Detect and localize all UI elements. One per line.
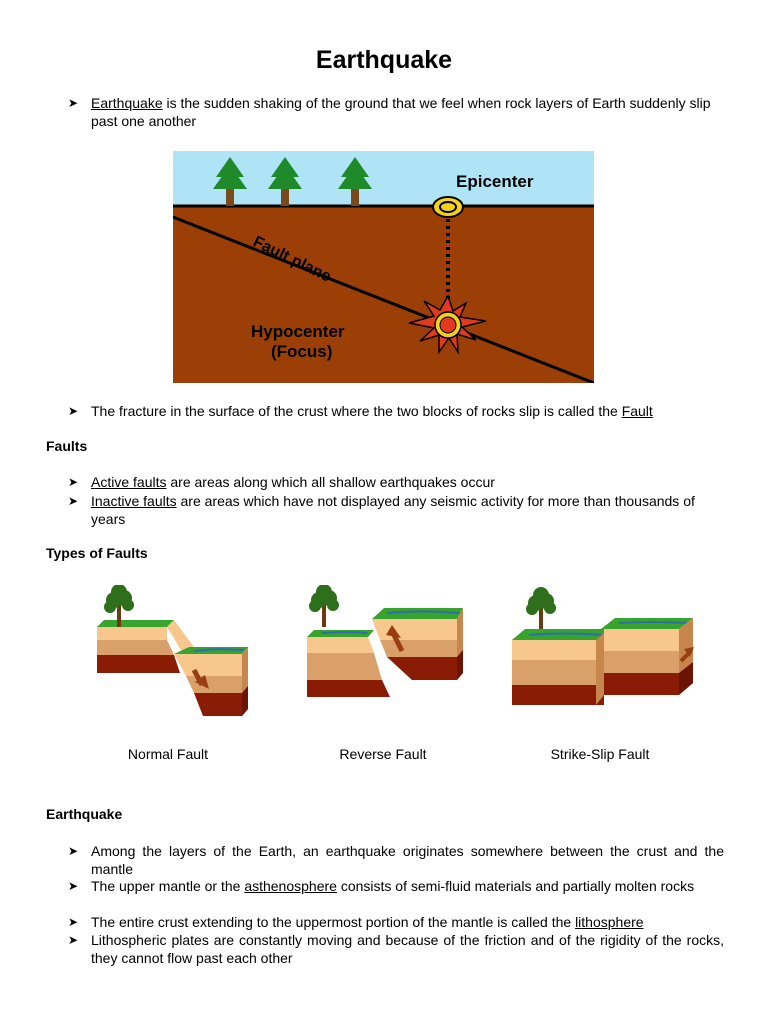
arrow-bullet-icon: ➤ (68, 879, 79, 893)
epicenter-label: Epicenter (456, 172, 534, 191)
active-faults-term: Active faults (91, 474, 167, 490)
active-faults-bullet: ➤ Active faults are areas along which al… (68, 473, 724, 491)
earthquake-origin-text: Among the layers of the Earth, an earthq… (91, 843, 724, 877)
earthquake-section-heading: Earthquake (46, 806, 123, 822)
asthenosphere-term: asthenosphere (244, 878, 337, 894)
arrow-bullet-icon: ➤ (68, 404, 79, 418)
asthenosphere-text-pre: The upper mantle or the (91, 878, 245, 894)
hypocenter-label: Hypocenter (251, 322, 345, 341)
active-faults-text: are areas along which all shallow earthq… (166, 474, 495, 490)
earthquake-diagram: Epicenter Fault plane Hypocenter (Focus) (173, 151, 594, 383)
lithosphere-bullet: ➤ The entire crust extending to the uppe… (68, 913, 724, 931)
tree-icon (268, 157, 302, 206)
strike-slip-fault-diagram (512, 587, 694, 705)
epicenter-marker (432, 196, 464, 218)
asthenosphere-text-post: consists of semi-fluid materials and par… (336, 878, 695, 894)
intro-bullet: ➤ Earthquake is the sudden shaking of th… (68, 94, 724, 130)
inactive-faults-term: Inactive faults (91, 493, 177, 509)
tree-icon (338, 157, 372, 206)
arrow-bullet-icon: ➤ (68, 494, 79, 508)
normal-fault-diagram (97, 585, 248, 716)
arrow-bullet-icon: ➤ (68, 96, 79, 110)
fault-definition-text: The fracture in the surface of the crust… (91, 403, 622, 419)
inactive-faults-bullet: ➤ Inactive faults are areas which have n… (68, 492, 724, 528)
focus-label: (Focus) (271, 342, 332, 361)
sky (173, 151, 594, 206)
reverse-fault-diagram (307, 585, 463, 697)
lithosphere-term: lithosphere (575, 914, 644, 930)
fault-line (173, 215, 594, 383)
ground (173, 206, 594, 383)
reverse-fault-caption: Reverse Fault (339, 746, 427, 762)
strike-slip-fault-caption: Strike-Slip Fault (550, 746, 650, 762)
arrow-bullet-icon: ➤ (68, 933, 79, 947)
arrow-bullet-icon: ➤ (68, 844, 79, 858)
fault-term: Fault (621, 403, 653, 419)
types-of-faults-heading: Types of Faults (46, 545, 148, 561)
inactive-faults-text: are areas which have not displayed any s… (91, 493, 695, 527)
arrow-bullet-icon: ➤ (68, 915, 79, 929)
earthquake-origin-bullet: ➤ Among the layers of the Earth, an eart… (68, 842, 724, 878)
normal-fault-caption: Normal Fault (127, 746, 209, 762)
arrow-bullet-icon: ➤ (68, 475, 79, 489)
fault-definition-bullet: ➤ The fracture in the surface of the cru… (68, 402, 724, 420)
earthquake-term: Earthquake (91, 95, 163, 111)
plates-bullet: ➤ Lithospheric plates are constantly mov… (68, 931, 724, 967)
lithosphere-text: The entire crust extending to the upperm… (91, 914, 576, 930)
page-title: Earthquake (315, 46, 453, 74)
asthenosphere-bullet: ➤ The upper mantle or the asthenosphere … (68, 877, 724, 895)
intro-text: is the sudden shaking of the ground that… (91, 95, 711, 129)
plates-text: Lithospheric plates are constantly movin… (91, 932, 724, 966)
faults-heading: Faults (46, 438, 88, 454)
tree-icon (213, 157, 247, 206)
